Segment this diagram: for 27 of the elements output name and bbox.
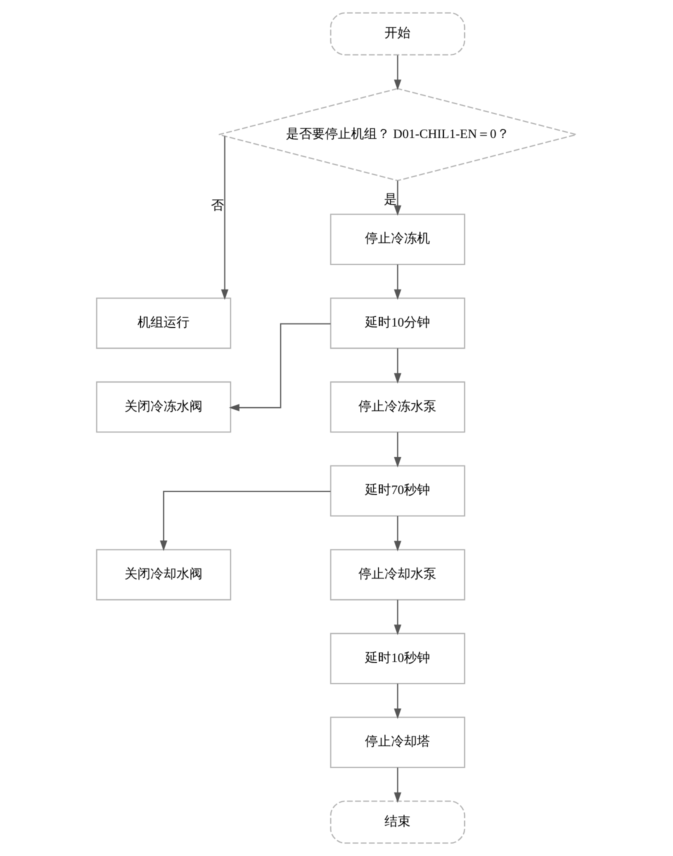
arrow xyxy=(394,55,402,90)
node-box: 关闭冷冻水阀 xyxy=(96,381,232,433)
arrow xyxy=(394,600,402,636)
arrow xyxy=(394,516,402,552)
node-box: 结束 xyxy=(330,800,466,844)
edge-label: 否 xyxy=(211,198,224,212)
node-box: 停止冷冻机 xyxy=(330,214,466,265)
node-diamond: 是否要停止机组？ D01-CHIL1-EN＝0？ xyxy=(218,88,577,182)
edge-label: 是 xyxy=(384,192,398,207)
node-box: 开始 xyxy=(330,12,466,56)
arrow xyxy=(394,348,402,384)
arrow xyxy=(394,264,402,300)
node-box: 停止冷冻水泵 xyxy=(330,381,466,433)
node-box: 机组运行 xyxy=(96,298,232,349)
arrow xyxy=(394,684,402,719)
arrow xyxy=(160,490,331,552)
node-box: 停止冷却水泵 xyxy=(330,549,466,600)
arrow xyxy=(394,432,402,468)
arrow xyxy=(221,136,228,300)
node-box: 关闭冷却水阀 xyxy=(96,549,232,600)
arrow xyxy=(394,768,402,803)
node-box: 延时10秒钟 xyxy=(330,632,466,684)
arrow xyxy=(228,323,331,412)
node-box: 停止冷却塔 xyxy=(330,716,466,768)
arrow xyxy=(394,180,402,216)
node-box: 延时70秒钟 xyxy=(330,465,466,516)
node-box: 延时10分钟 xyxy=(330,298,466,349)
